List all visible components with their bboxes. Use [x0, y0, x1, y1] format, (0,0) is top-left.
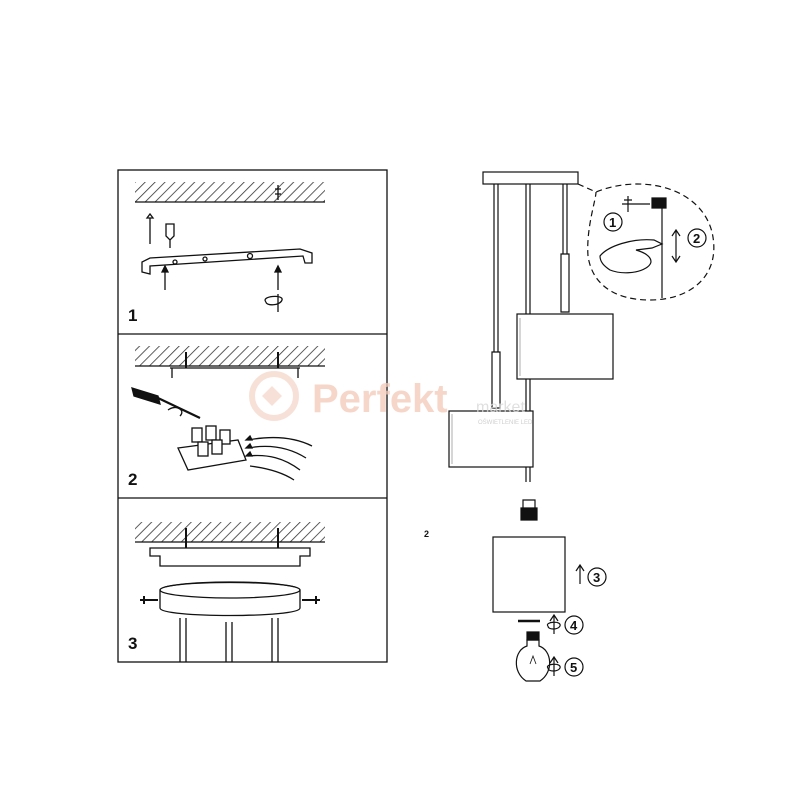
steps-panel: 1 — [117, 169, 388, 663]
wire-arrows — [244, 434, 313, 481]
callout-number: 1 — [609, 215, 616, 230]
callout-number: 2 — [693, 231, 700, 246]
screw-icon — [273, 264, 283, 290]
lamp-shade — [448, 410, 534, 468]
screw-icon — [160, 264, 170, 290]
callout-circle — [564, 657, 584, 677]
gripper-head — [651, 197, 667, 209]
ceiling-canopy — [482, 171, 579, 185]
step-3: 3 — [128, 522, 325, 662]
cable-gripper — [622, 196, 650, 212]
watermark-suffix: market — [476, 399, 525, 416]
rotate-arrow-icon — [546, 655, 561, 676]
pendant-cord — [562, 184, 568, 254]
watermark-tagline: OŚWIETLENIE LED — [478, 418, 533, 426]
cord-sleeve — [560, 253, 570, 313]
screw-icon — [145, 212, 155, 244]
step-2: 2 — [128, 346, 325, 489]
wall-plug-icon — [165, 223, 175, 248]
pendant-cord — [493, 184, 499, 352]
cord-sleeve — [491, 351, 501, 409]
screw-icon — [185, 352, 279, 368]
step-number: 3 — [128, 634, 137, 653]
mounting-bracket — [141, 248, 313, 275]
lamp-socket — [520, 507, 538, 521]
ceiling-hatch — [135, 522, 325, 542]
callout-circle — [587, 567, 607, 587]
suspension-cable — [225, 622, 233, 662]
rotate-arrow-icon — [546, 613, 561, 634]
detail-bubble — [577, 183, 715, 301]
suspension-cable — [179, 618, 187, 662]
watermark-logo-icon — [249, 371, 299, 421]
callout-number: 3 — [593, 570, 600, 585]
rotate-arrow-icon — [264, 294, 283, 312]
callout-number: 5 — [570, 660, 577, 675]
watermark: Perfekt market OŚWIETLENIE LED — [249, 371, 533, 426]
screw-icon — [302, 596, 320, 604]
lamp-shade — [516, 313, 614, 380]
screwdriver-icon — [131, 387, 201, 419]
lamp-shade — [492, 536, 566, 613]
ceiling-canopy — [159, 581, 301, 617]
ceiling-anchor-icon — [275, 185, 281, 200]
mounting-bracket — [149, 547, 311, 567]
step-number: 1 — [128, 306, 137, 325]
callout-circle — [603, 212, 623, 232]
up-down-arrow-icon — [671, 228, 681, 264]
terminal-block — [177, 425, 247, 471]
callout-number: 4 — [570, 618, 578, 633]
ceiling-hatch — [135, 182, 325, 202]
screw-icon — [185, 528, 279, 548]
assembly-label: 2 — [424, 529, 429, 539]
watermark-brand: Perfekt — [312, 377, 448, 421]
assembly-view: 2 3 4 5 1 2 — [424, 171, 715, 682]
step-number: 2 — [128, 470, 137, 489]
up-arrow-icon — [575, 563, 585, 584]
light-bulb-icon — [515, 631, 551, 682]
ceiling-hatch — [135, 346, 325, 366]
hand-icon — [599, 239, 664, 274]
suspension-cable — [271, 618, 279, 662]
screw-icon — [140, 596, 158, 604]
callout-circle — [687, 228, 707, 248]
step-1: 1 — [128, 182, 325, 325]
callout-circle — [564, 615, 584, 635]
steps-panel-frame — [117, 169, 388, 663]
